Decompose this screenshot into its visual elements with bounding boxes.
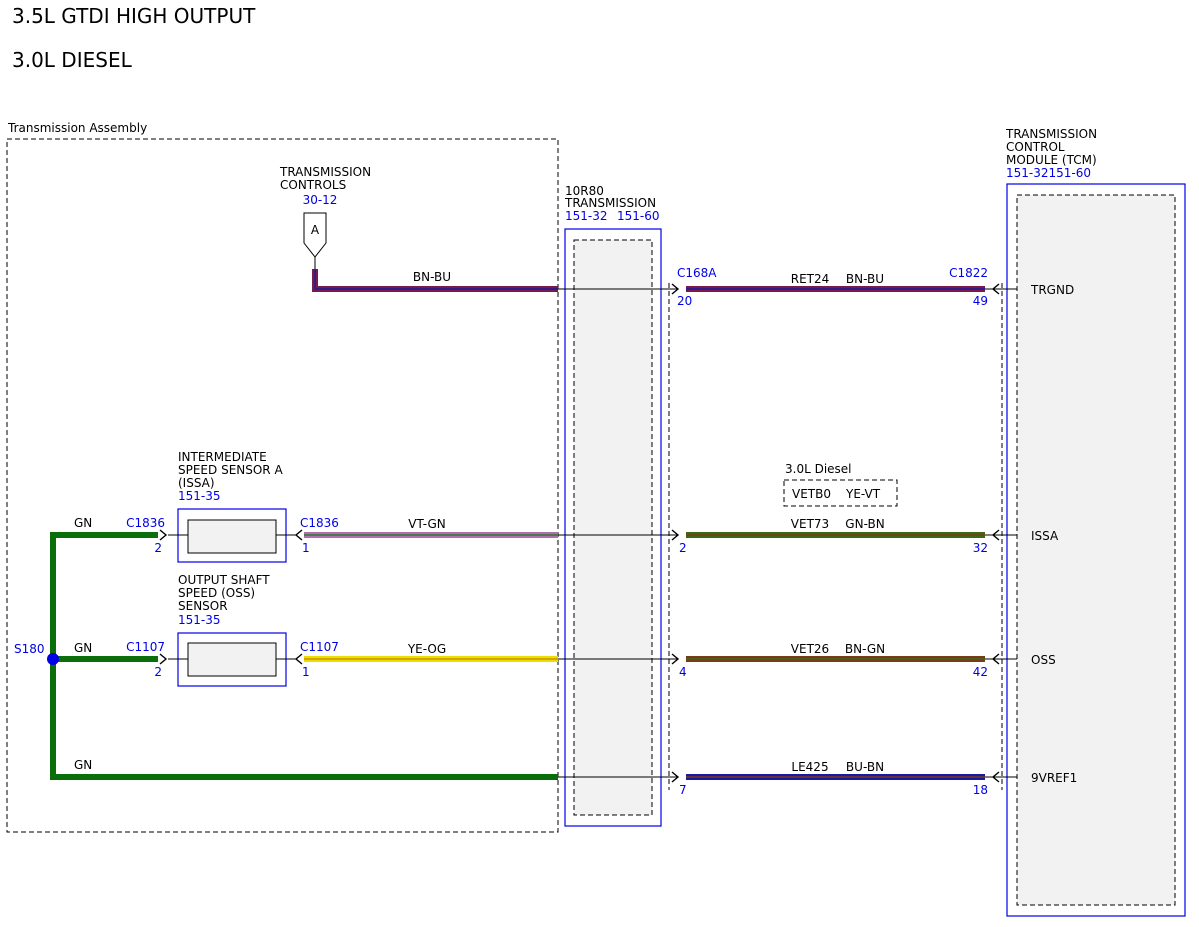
tr-box-outline bbox=[564, 228, 662, 827]
trans-controls-line-2: CONTROLS bbox=[280, 178, 346, 192]
wire-vref-circuit: LE425 bbox=[791, 760, 828, 774]
wire-issa-circuit: VET73 bbox=[791, 517, 829, 531]
oss-sensor-ref[interactable]: 151-35 bbox=[178, 613, 221, 627]
wire-oss-left-color: YE-OG bbox=[407, 642, 446, 656]
pin-c1822-32: 32 bbox=[973, 541, 988, 555]
trans-controls-line-1: TRANSMISSION bbox=[279, 165, 371, 179]
diesel-note-circuit: VETB0 bbox=[792, 487, 831, 501]
diesel-note-label: 3.0L Diesel bbox=[785, 462, 852, 476]
assembly-boundary bbox=[6, 138, 559, 833]
conn-c1107-l[interactable]: C1107 bbox=[126, 640, 165, 654]
trans-controls-page-tag[interactable] bbox=[303, 212, 327, 258]
wire-trgnd-left-stripe bbox=[314, 269, 558, 290]
pin-c1836-2: 2 bbox=[154, 541, 162, 555]
pin-c1822-49: 49 bbox=[973, 294, 988, 308]
wire-vref-gn: GN bbox=[74, 758, 92, 772]
issa-sensor-line-1: INTERMEDIATE bbox=[178, 450, 267, 464]
issa-sensor-line-2: SPEED SENSOR A bbox=[178, 463, 283, 477]
pin-c1822-42: 42 bbox=[973, 665, 988, 679]
wire-trgnd-arrow-a bbox=[671, 283, 680, 295]
oss-sensor-line-3: SENSOR bbox=[178, 599, 228, 613]
tr-box-ref-2[interactable]: 151-60 bbox=[617, 209, 660, 223]
issa-sensor-ref[interactable]: 151-35 bbox=[178, 489, 221, 503]
wire-oss-arrow-a bbox=[671, 653, 680, 665]
wire-oss-color: BN-GN bbox=[845, 642, 885, 656]
wire-trgnd-circuit: RET24 bbox=[791, 272, 830, 286]
diesel-note-color: YE-VT bbox=[845, 487, 881, 501]
title-line-2: 3.0L DIESEL bbox=[12, 48, 133, 72]
tcm-ref[interactable]: 151-32151-60 bbox=[1006, 166, 1091, 180]
wire-issa-gn: GN bbox=[74, 516, 92, 530]
pin-c1822-18: 18 bbox=[973, 783, 988, 797]
wire-oss-arrow-b bbox=[991, 653, 1000, 665]
trans-controls-tag-label: A bbox=[311, 223, 320, 237]
wire-issa-left-color: VT-GN bbox=[408, 517, 445, 531]
wire-trgnd-arrow-b bbox=[991, 283, 1000, 295]
wire-oss-circuit: VET26 bbox=[791, 642, 829, 656]
wire-issa-color: GN-BN bbox=[845, 517, 884, 531]
signal-oss: OSS bbox=[1031, 653, 1056, 667]
tcm-outline bbox=[1006, 183, 1186, 917]
conn-c1822[interactable]: C1822 bbox=[949, 266, 988, 280]
tcm-inner bbox=[1016, 194, 1176, 906]
tr-box-ref-1[interactable]: 151-32 bbox=[565, 209, 608, 223]
pin-c168a-7: 7 bbox=[679, 783, 687, 797]
conn-c1107-r[interactable]: C1107 bbox=[300, 640, 339, 654]
wire-issa-arrow-b bbox=[991, 529, 1000, 541]
issa-arrow-l bbox=[159, 529, 168, 541]
tr-box-line-2: TRANSMISSION bbox=[564, 196, 656, 210]
signal-9vref1: 9VREF1 bbox=[1031, 771, 1077, 785]
tr-box-line-1: 10R80 bbox=[565, 184, 604, 198]
tcm-line-1: TRANSMISSION bbox=[1005, 127, 1097, 141]
conn-c168a[interactable]: C168A bbox=[677, 266, 717, 280]
title-line-1: 3.5L GTDI HIGH OUTPUT bbox=[12, 4, 256, 28]
tcm-line-3: MODULE (TCM) bbox=[1006, 153, 1097, 167]
issa-sensor-body bbox=[187, 519, 277, 554]
wire-trgnd-left-color: BN-BU bbox=[413, 270, 451, 284]
pin-c168a-20: 20 bbox=[677, 294, 692, 308]
pin-c1107-1: 1 bbox=[302, 665, 310, 679]
pin-c1107-2: 2 bbox=[154, 665, 162, 679]
wire-oss-gn: GN bbox=[74, 641, 92, 655]
trans-controls-ref[interactable]: 30-12 bbox=[303, 193, 338, 207]
oss-arrow-r bbox=[294, 653, 303, 665]
signal-issa: ISSA bbox=[1031, 529, 1059, 543]
tr-box-inner bbox=[573, 239, 653, 816]
conn-c1836-l[interactable]: C1836 bbox=[126, 516, 165, 530]
wire-vref-color: BU-BN bbox=[846, 760, 884, 774]
pin-c168a-4: 4 bbox=[679, 665, 687, 679]
splice-s180[interactable] bbox=[47, 653, 59, 665]
wire-trgnd-color: BN-BU bbox=[846, 272, 884, 286]
splice-s180-label: S180 bbox=[14, 642, 45, 656]
tcm-line-2: CONTROL bbox=[1006, 140, 1065, 154]
wire-vref-arrow-b bbox=[991, 771, 1000, 783]
oss-sensor-body bbox=[187, 642, 277, 677]
signal-trgnd: TRGND bbox=[1030, 283, 1074, 297]
oss-arrow-l bbox=[159, 653, 168, 665]
assembly-label: Transmission Assembly bbox=[7, 121, 147, 135]
conn-c1836-r[interactable]: C1836 bbox=[300, 516, 339, 530]
pin-c1836-1: 1 bbox=[302, 541, 310, 555]
pin-c168a-2: 2 bbox=[679, 541, 687, 555]
wire-issa-arrow-a bbox=[671, 529, 680, 541]
diesel-note-box bbox=[783, 479, 898, 507]
issa-sensor-line-3: (ISSA) bbox=[178, 476, 215, 490]
wire-vref-arrow-a bbox=[671, 771, 680, 783]
oss-sensor-line-2: SPEED (OSS) bbox=[178, 586, 255, 600]
oss-sensor-line-1: OUTPUT SHAFT bbox=[178, 573, 270, 587]
issa-arrow-r bbox=[294, 529, 303, 541]
